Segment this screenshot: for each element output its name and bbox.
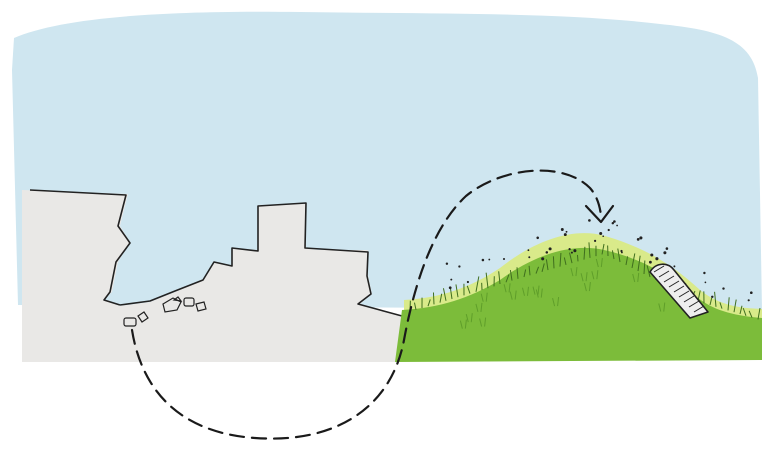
grass-blade: [433, 293, 434, 305]
soil-particle: [599, 232, 602, 235]
soil-particle: [608, 229, 610, 231]
grass-blade: [577, 255, 578, 261]
soil-particle: [673, 265, 675, 267]
soil-particle: [666, 247, 669, 250]
soil-particle: [705, 282, 707, 284]
soil-particle: [602, 235, 604, 237]
grass-blade: [553, 256, 554, 268]
soil-particle: [561, 228, 564, 231]
soil-particle: [549, 247, 552, 250]
soil-particle: [650, 253, 653, 256]
soil-particle: [663, 251, 666, 254]
soil-particle: [637, 238, 640, 241]
soil-particle: [573, 249, 576, 252]
soil-particle: [620, 250, 622, 252]
soil-particle: [488, 259, 490, 261]
soil-particle: [450, 279, 452, 281]
soil-particle: [536, 237, 539, 240]
soil-particle: [482, 259, 485, 262]
soil-particle: [750, 291, 753, 294]
soil-particle: [527, 249, 529, 251]
soil-particle: [458, 265, 460, 267]
soil-particle: [649, 261, 652, 264]
soil-particle: [564, 233, 567, 236]
soil-particle: [446, 262, 448, 264]
soil-particle: [594, 240, 596, 242]
soil-particle: [748, 299, 750, 301]
soil-particle: [616, 225, 618, 227]
soil-particle: [546, 251, 549, 254]
soil-particle: [528, 256, 530, 258]
soil-particle: [703, 272, 705, 274]
soil-particle: [722, 287, 724, 289]
soil-particle: [571, 252, 573, 254]
soil-particle: [613, 220, 616, 223]
soil-particle: [449, 286, 452, 289]
soil-particle: [655, 257, 658, 260]
soil-particle: [503, 258, 505, 260]
soil-particle: [566, 231, 568, 233]
soil-particle: [588, 219, 591, 222]
soil-particle: [639, 236, 642, 239]
soil-particle: [568, 248, 570, 250]
soil-particle: [541, 257, 544, 260]
soil-particle: [467, 281, 469, 283]
soil-particle: [711, 296, 713, 298]
